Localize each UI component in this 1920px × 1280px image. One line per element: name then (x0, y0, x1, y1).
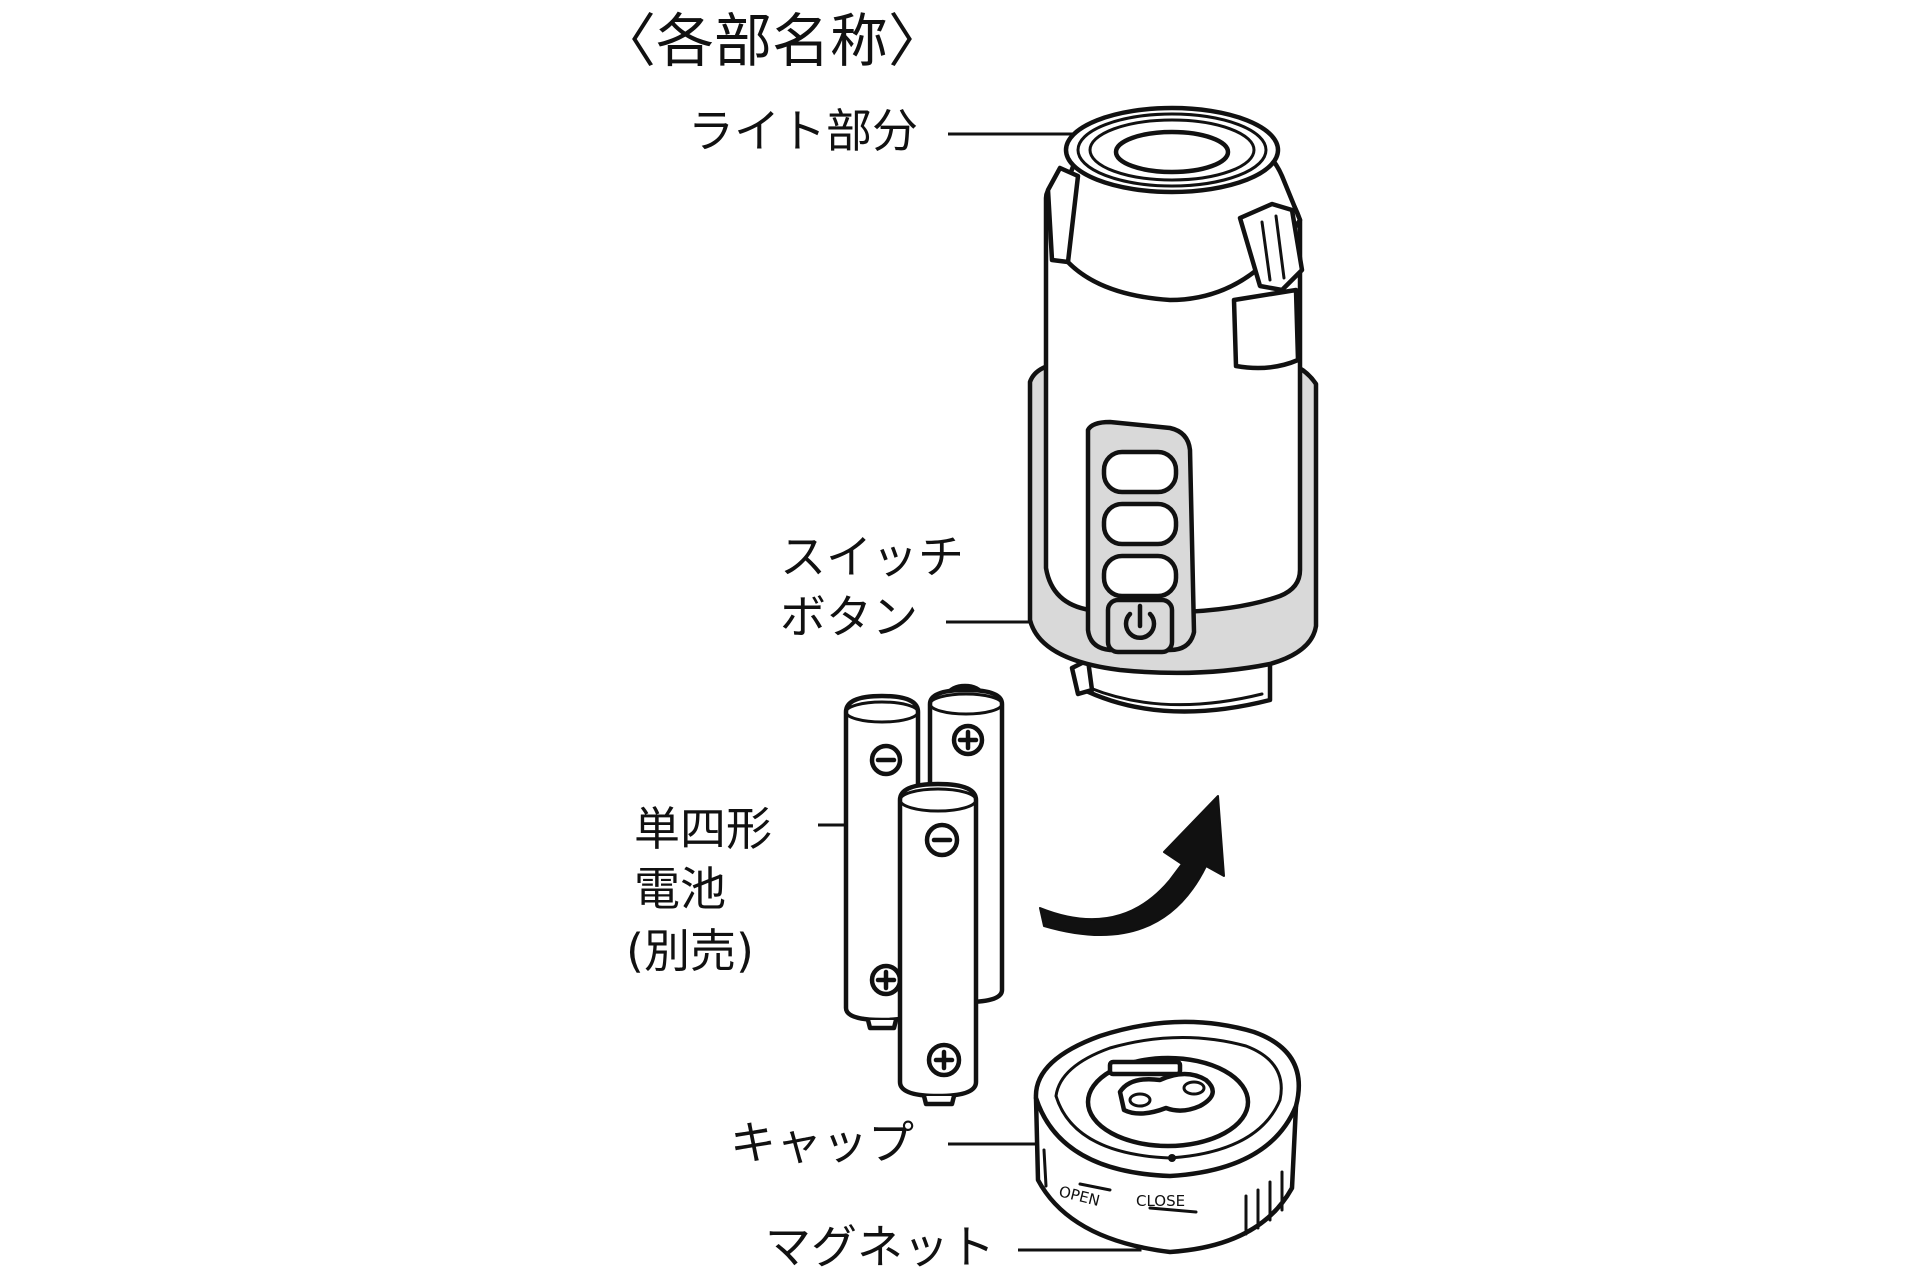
label-switch-line2: ボタン (780, 590, 918, 644)
cap-close-marking: CLOSE (1136, 1192, 1185, 1210)
minus-terminal-icon (869, 743, 903, 777)
lens (1113, 129, 1231, 175)
label-battery-line1: 単四形 (634, 802, 772, 856)
label-battery-line2: 電池 (634, 862, 726, 916)
flashlight (1027, 105, 1319, 714)
label-magnet: マグネット (765, 1220, 995, 1274)
power-icon (1123, 603, 1157, 641)
cap: OPEN CLOSE (1033, 1019, 1302, 1255)
batteries (843, 683, 1005, 1107)
label-light-part: ライト部分 (688, 104, 918, 158)
curved-arrow-icon (1039, 795, 1225, 937)
diagram-title: 〈各部名称〉 (598, 7, 947, 75)
indicator-1 (1101, 449, 1179, 495)
battery-front (897, 781, 979, 1107)
right-clip (1237, 201, 1305, 293)
label-battery-line3: (別売) (626, 924, 754, 978)
indicator-2 (1101, 501, 1179, 547)
insert-arrow (1039, 795, 1225, 937)
plus-terminal-icon (951, 723, 985, 757)
label-cap: キャップ (730, 1116, 914, 1170)
left-clip (1045, 165, 1081, 265)
indicator-3 (1101, 553, 1179, 599)
label-switch-line1: スイッチ (780, 530, 964, 584)
magnet-dot (1168, 1154, 1176, 1162)
minus-terminal-icon (924, 822, 960, 858)
plus-terminal-icon (926, 1042, 962, 1078)
